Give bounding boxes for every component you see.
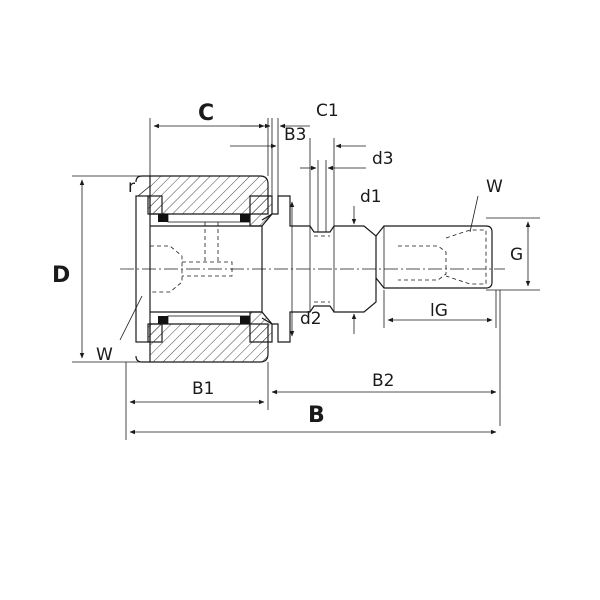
label-W-right: W xyxy=(486,177,503,197)
label-B: B xyxy=(308,403,325,428)
label-G: G xyxy=(510,245,523,265)
label-lG: lG xyxy=(430,301,448,321)
label-W-left: W xyxy=(96,345,113,365)
threaded-end xyxy=(375,225,493,289)
label-B2: B2 xyxy=(372,371,394,391)
label-B1: B1 xyxy=(192,379,214,399)
labels: C C1 B3 d3 r d1 W G D d2 lG W B1 B2 B xyxy=(52,101,523,428)
label-C: C xyxy=(198,101,214,126)
outer-ring xyxy=(135,175,269,363)
label-B3: B3 xyxy=(284,125,306,145)
label-d1: d1 xyxy=(360,187,382,207)
label-d2: d2 xyxy=(300,309,322,329)
label-r: r xyxy=(128,177,135,197)
label-D: D xyxy=(52,263,70,288)
label-d3: d3 xyxy=(372,149,394,169)
seals xyxy=(158,214,250,324)
dimension-lines xyxy=(72,118,540,440)
side-plates xyxy=(147,195,273,343)
label-C1: C1 xyxy=(316,101,339,121)
